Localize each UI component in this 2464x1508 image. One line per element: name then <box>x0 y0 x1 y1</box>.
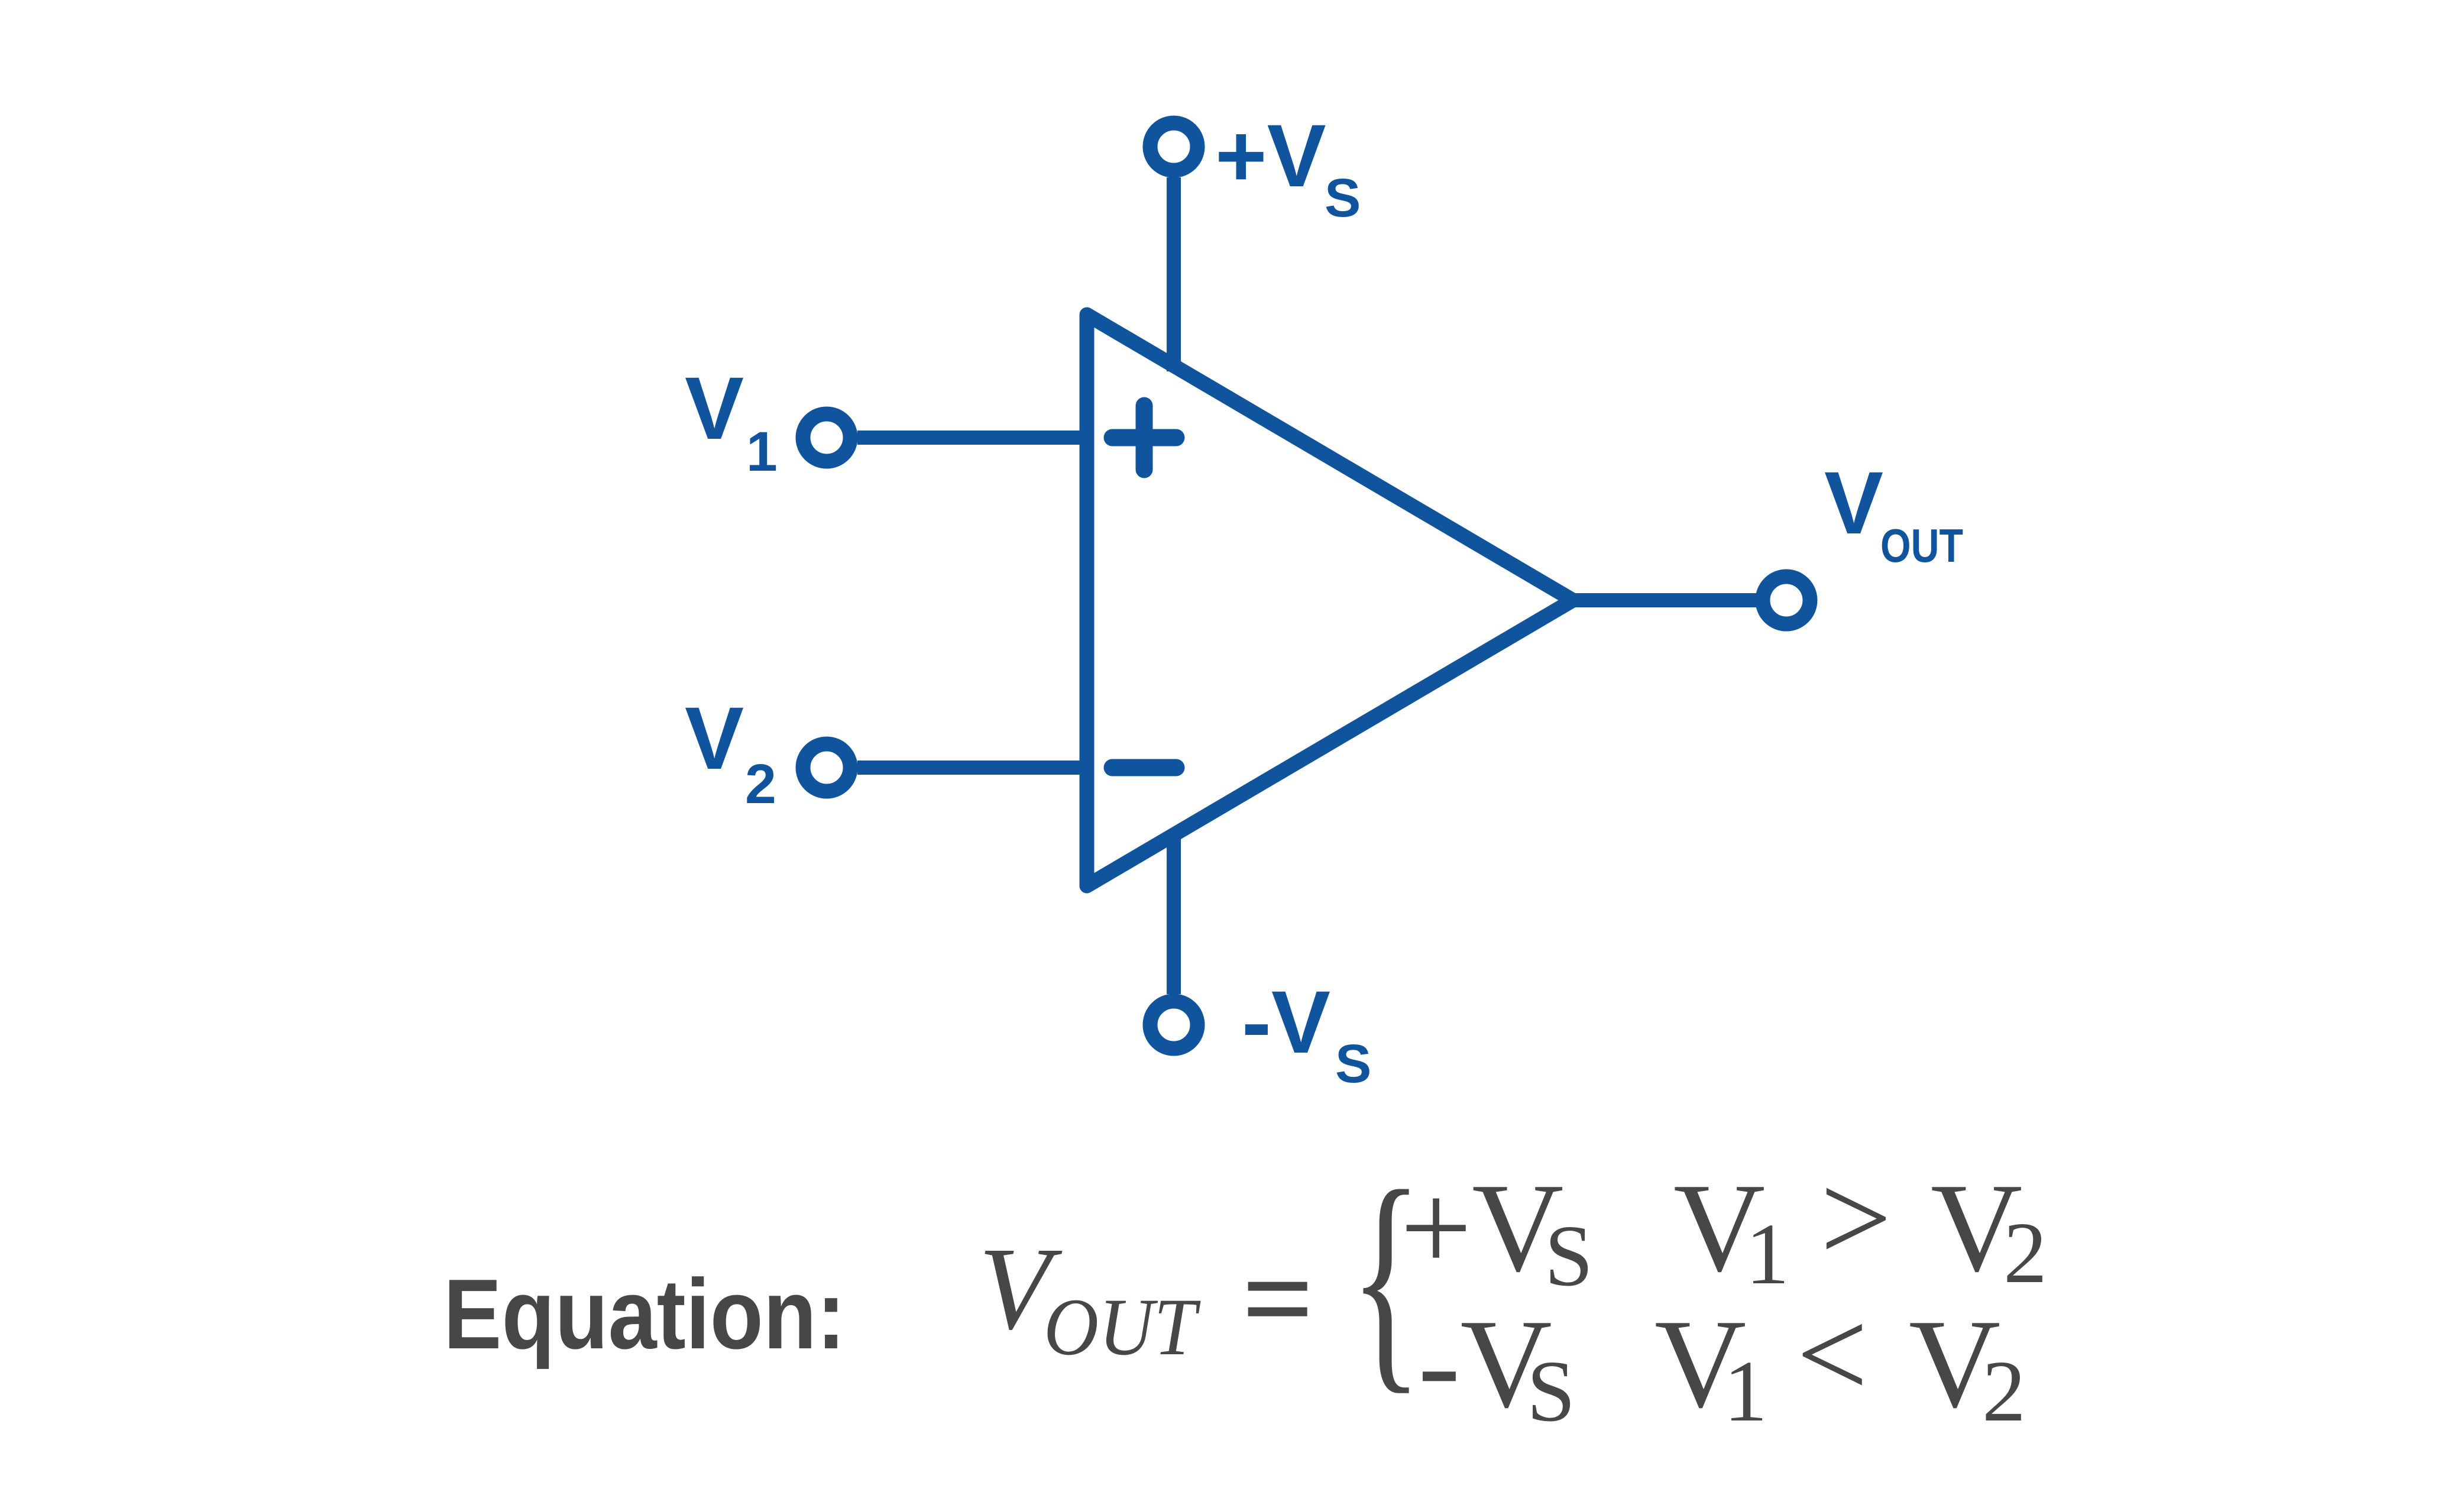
label-vout-base: V <box>1824 453 1883 552</box>
label-vs-positive-sub: S <box>1325 168 1361 228</box>
terminal-vs-positive <box>1142 115 1205 178</box>
case2-value-sub: S <box>1527 1343 1575 1440</box>
case1-value: +V <box>1400 1157 1564 1298</box>
case2-value: -V <box>1418 1293 1552 1434</box>
terminal-labels: V 1 V 2 +V S -V S V OUT <box>685 106 1963 1094</box>
label-vout-sub: OUT <box>1880 519 1963 572</box>
equation-case-row-1: +V S V 1 > V 2 <box>1400 1147 2047 1305</box>
equation-equals: = <box>1242 1228 1314 1369</box>
case2-cond-right: V <box>1909 1293 2000 1434</box>
case1-cond-right-sub: 2 <box>2003 1205 2047 1302</box>
equation-heading: Equation: <box>443 1258 846 1370</box>
terminal-vout <box>1755 569 1818 632</box>
case2-operator: < <box>1796 1283 1868 1425</box>
label-v2-base: V <box>685 688 744 788</box>
case1-cond-left: V <box>1673 1157 1765 1298</box>
equation-lhs-base: V <box>979 1224 1063 1354</box>
case2-cond-right-sub: 2 <box>1982 1343 2026 1440</box>
case1-value-sub: S <box>1545 1208 1593 1305</box>
equation-lhs-sub: OUT <box>1044 1282 1201 1372</box>
label-vs-negative-base: -V <box>1242 972 1330 1072</box>
case1-cond-left-sub: 1 <box>1746 1206 1789 1303</box>
case1-cond-right: V <box>1931 1157 2022 1298</box>
opamp-triangle <box>1079 307 1581 894</box>
case2-cond-left-sub: 1 <box>1724 1343 1767 1440</box>
equation-case-row-2: -V S V 1 < V 2 <box>1418 1283 2026 1440</box>
case1-operator: > <box>1820 1147 1892 1289</box>
terminal-v2 <box>795 736 858 799</box>
noninverting-plus-icon <box>1103 397 1185 478</box>
equation-brace: { <box>1349 1141 1423 1415</box>
terminal-v1 <box>795 406 858 469</box>
equation-block: Equation: V OUT = { +V S V 1 > V 2 -V S … <box>443 1141 2047 1440</box>
label-v1-sub: 1 <box>746 420 778 483</box>
label-vs-negative-sub: S <box>1335 1034 1371 1094</box>
opamp-symbol <box>795 115 1818 1056</box>
label-v1-base: V <box>685 358 744 458</box>
case2-cond-left: V <box>1654 1293 1746 1434</box>
terminal-vs-negative <box>1142 994 1205 1056</box>
label-vs-positive-base: +V <box>1215 106 1326 205</box>
label-v2-sub: 2 <box>745 753 776 816</box>
